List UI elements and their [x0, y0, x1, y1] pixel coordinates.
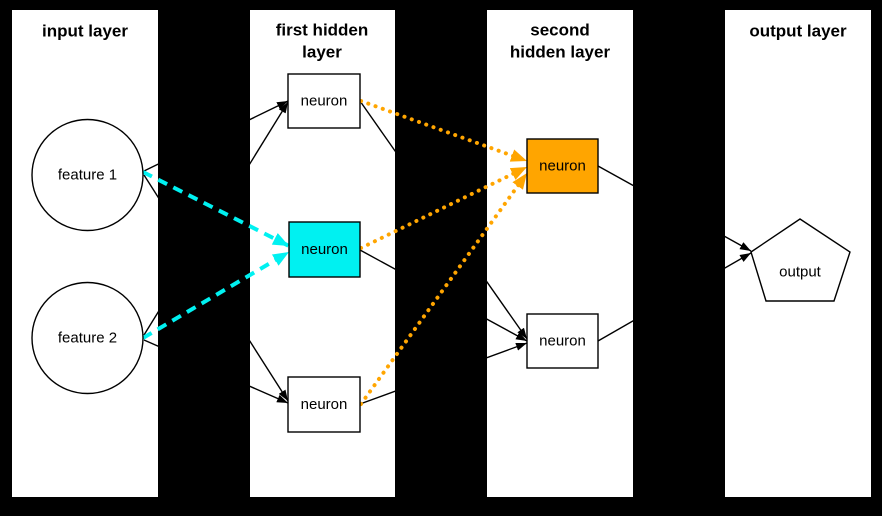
node-feature-1 — [31, 118, 144, 232]
node-hidden1-top-label: neuron — [301, 93, 348, 110]
node-feature-2-label: feature 2 — [58, 330, 117, 347]
second-hidden-layer-title-line2: hidden layer — [510, 43, 611, 62]
edge-feature1-to-hidden1-middle-highlighted — [142, 170, 290, 248]
node-hidden2-bottom — [526, 313, 599, 369]
node-hidden2-bottom-label: neuron — [539, 333, 586, 350]
edge-hidden1-top-to-hidden2-top-highlighted — [359, 99, 529, 163]
edge-feature2-to-hidden1-bottom — [143, 339, 289, 404]
node-hidden1-bottom — [287, 376, 361, 433]
first-hidden-layer-title-line1: first hidden — [276, 21, 369, 40]
edge-hidden1-top-to-hidden2-bottom — [359, 100, 528, 340]
edge-hidden1-bottom-to-hidden2-top-highlighted — [359, 171, 529, 406]
node-hidden2-top-label: neuron — [539, 158, 586, 175]
edge-hidden1-middle-to-hidden2-bottom — [359, 249, 528, 342]
edge-feature2-to-hidden1-top — [143, 101, 289, 336]
node-hidden1-middle-label: neuron — [301, 241, 348, 258]
panel-second-hidden-layer — [487, 10, 633, 497]
node-hidden1-bottom-label: neuron — [301, 396, 348, 413]
node-output-label: output — [779, 264, 822, 281]
node-feature-1-label: feature 1 — [58, 167, 117, 184]
node-feature-2 — [31, 281, 144, 395]
edge-feature2-to-hidden1-middle-highlighted — [141, 250, 291, 340]
first-hidden-layer-title-line2: layer — [302, 43, 342, 62]
edge-hidden1-bottom-to-hidden2-bottom — [359, 342, 528, 405]
node-hidden1-top — [287, 73, 361, 129]
edge-feature1-to-hidden1-bottom — [143, 174, 289, 402]
node-hidden2-top-highlighted — [526, 138, 599, 194]
edge-hidden2-bottom-to-output — [597, 252, 752, 342]
edge-hidden2-top-to-output — [597, 165, 752, 252]
node-hidden1-middle-highlighted — [288, 221, 361, 278]
output-layer-title: output layer — [749, 22, 847, 41]
panel-input-layer — [12, 10, 158, 497]
input-layer-title: input layer — [42, 22, 128, 41]
node-output-pentagon — [750, 218, 851, 302]
nodes: feature 1 feature 2 neuron neuron neuron… — [31, 73, 851, 433]
edges — [141, 99, 752, 406]
edge-hidden1-middle-to-hidden2-top-highlighted — [359, 165, 529, 250]
edge-feature1-to-hidden1-top — [143, 100, 289, 172]
second-hidden-layer-title-line1: second — [530, 21, 590, 40]
